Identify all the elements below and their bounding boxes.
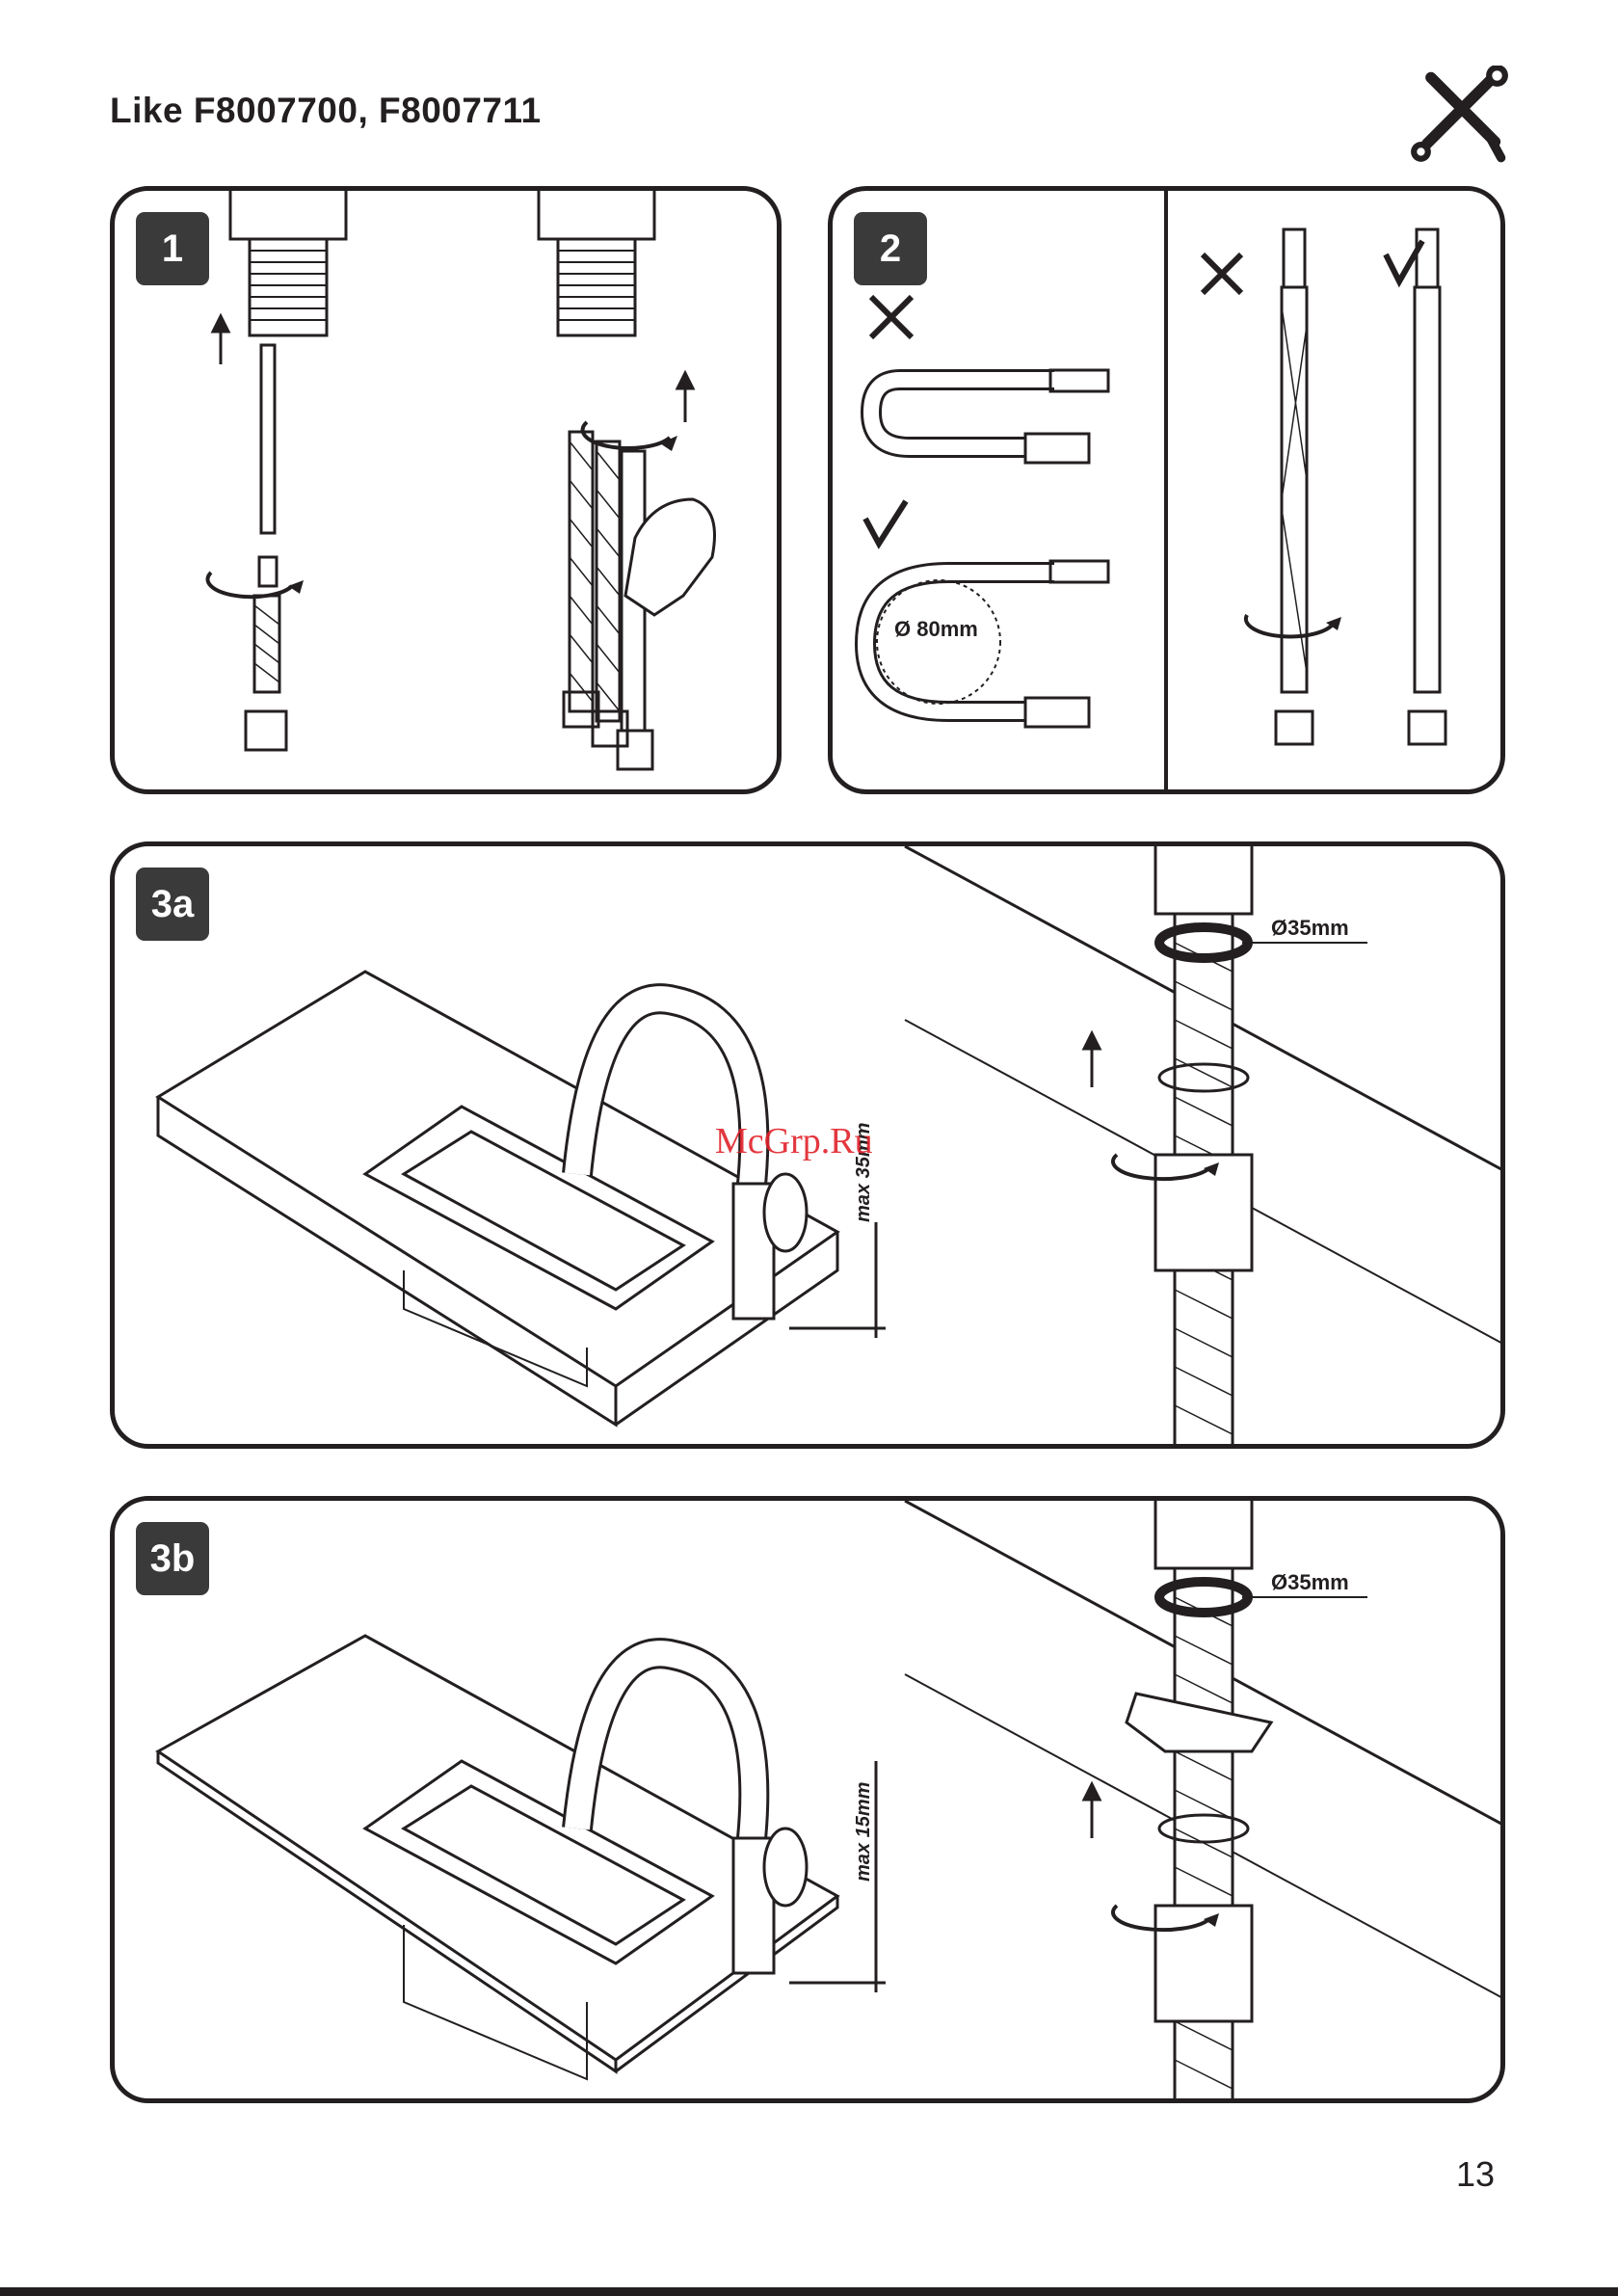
max-thickness-label: max 15mm [853,1782,875,1882]
step-1-illustration [115,191,782,794]
thread-diameter-label: Ø35mm [1271,916,1349,941]
step-badge-3a: 3a [136,868,209,941]
watermark: McGrp.Ru [715,1120,873,1162]
step-2-illustration [833,191,1505,794]
step-badge-2: 2 [854,212,927,285]
step-badge-3b: 3b [136,1522,209,1595]
step-1-panel: 1 [110,186,782,794]
page-title: Like F8007700, F8007711 [110,91,542,131]
bend-diameter-label: Ø 80mm [894,617,978,642]
tools-icon [1409,66,1509,166]
step-2-panel: 2 Ø 80mm [828,186,1505,794]
page-number: 13 [1456,2154,1495,2195]
step-badge-1: 1 [136,212,209,285]
step-3b-panel: 3b Ø35mm max 15mm [110,1496,1505,2103]
thread-diameter-label: Ø35mm [1271,1570,1349,1595]
bottom-rule [0,2287,1618,2296]
